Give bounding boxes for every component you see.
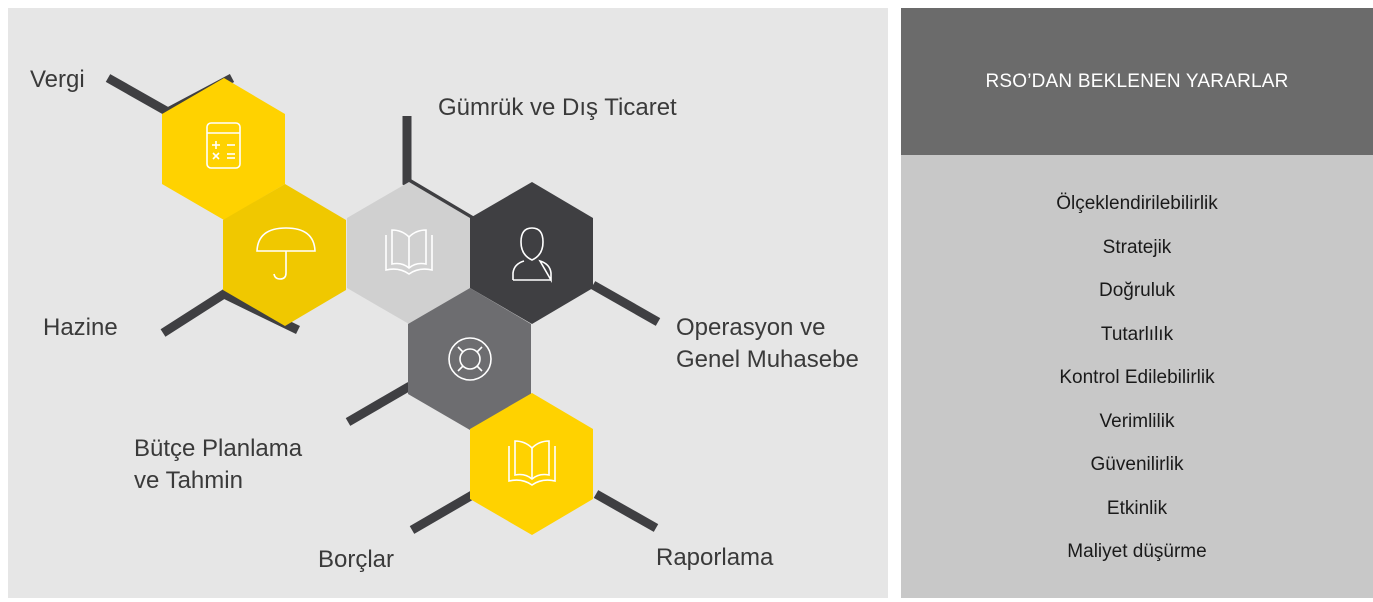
label-hazine: Hazine bbox=[43, 314, 118, 341]
label-vergi: Vergi bbox=[30, 66, 85, 93]
connector-raporlama bbox=[593, 490, 659, 532]
label-operasyon-line2: Genel Muhasebe bbox=[676, 346, 859, 373]
person-icon bbox=[512, 227, 552, 283]
connector-operasyon bbox=[590, 281, 661, 326]
benefit-item: Kontrol Edilebilirlik bbox=[1059, 367, 1215, 388]
label-raporlama: Raporlama bbox=[656, 544, 774, 571]
open-book-icon-gumruk bbox=[385, 229, 433, 275]
connector-butce bbox=[345, 382, 413, 426]
benefit-item: Verimlilik bbox=[1099, 410, 1175, 432]
open-book-icon-raporlama bbox=[508, 440, 556, 486]
label-operasyon: Operasyon ve Genel Muhasebe bbox=[676, 312, 859, 376]
benefit-item: Tutarlılık bbox=[1100, 323, 1174, 345]
hexagon-hazine bbox=[223, 184, 346, 326]
benefits-panel: Ölçeklendirilebilirlik Stratejik Doğrulu… bbox=[901, 155, 1373, 598]
benefit-item: Stratejik bbox=[1102, 236, 1172, 258]
diagram-panel: Vergi Gümrük ve Dış Ticaret Hazine Opera… bbox=[8, 8, 888, 598]
benefits-header: RSO’DAN BEKLENEN YARARLAR bbox=[901, 8, 1373, 155]
label-butce-line1: Bütçe Planlama bbox=[134, 435, 303, 462]
hexagon-butce bbox=[408, 288, 531, 430]
benefit-item: Doğruluk bbox=[1098, 280, 1176, 301]
label-borclar: Borçlar bbox=[318, 546, 395, 573]
hexagon-vergi bbox=[162, 78, 285, 220]
hexagon-diagram bbox=[105, 74, 661, 535]
label-butce-line2: ve Tahmin bbox=[134, 467, 243, 494]
benefits-list: Ölçeklendirilebilirlik Stratejik Doğrulu… bbox=[901, 192, 1373, 584]
connector-borclar bbox=[409, 490, 477, 534]
benefit-item: Güvenilirlik bbox=[1090, 454, 1184, 475]
hexagon-operasyon bbox=[470, 182, 593, 324]
benefits-title: RSO’DAN BEKLENEN YARARLAR bbox=[985, 70, 1289, 92]
benefit-item: Maliyet düşürme bbox=[1067, 541, 1207, 562]
calculator-icon bbox=[206, 122, 241, 169]
label-butce: Bütçe Planlama ve Tahmin bbox=[134, 433, 302, 497]
label-operasyon-line1: Operasyon ve bbox=[676, 314, 826, 341]
benefit-item: Ölçeklendirilebilirlik bbox=[1056, 193, 1218, 214]
lifebuoy-icon bbox=[448, 337, 492, 381]
benefit-item: Etkinlik bbox=[1106, 497, 1168, 519]
label-gumruk: Gümrük ve Dış Ticaret bbox=[438, 94, 677, 121]
umbrella-icon bbox=[256, 227, 316, 280]
